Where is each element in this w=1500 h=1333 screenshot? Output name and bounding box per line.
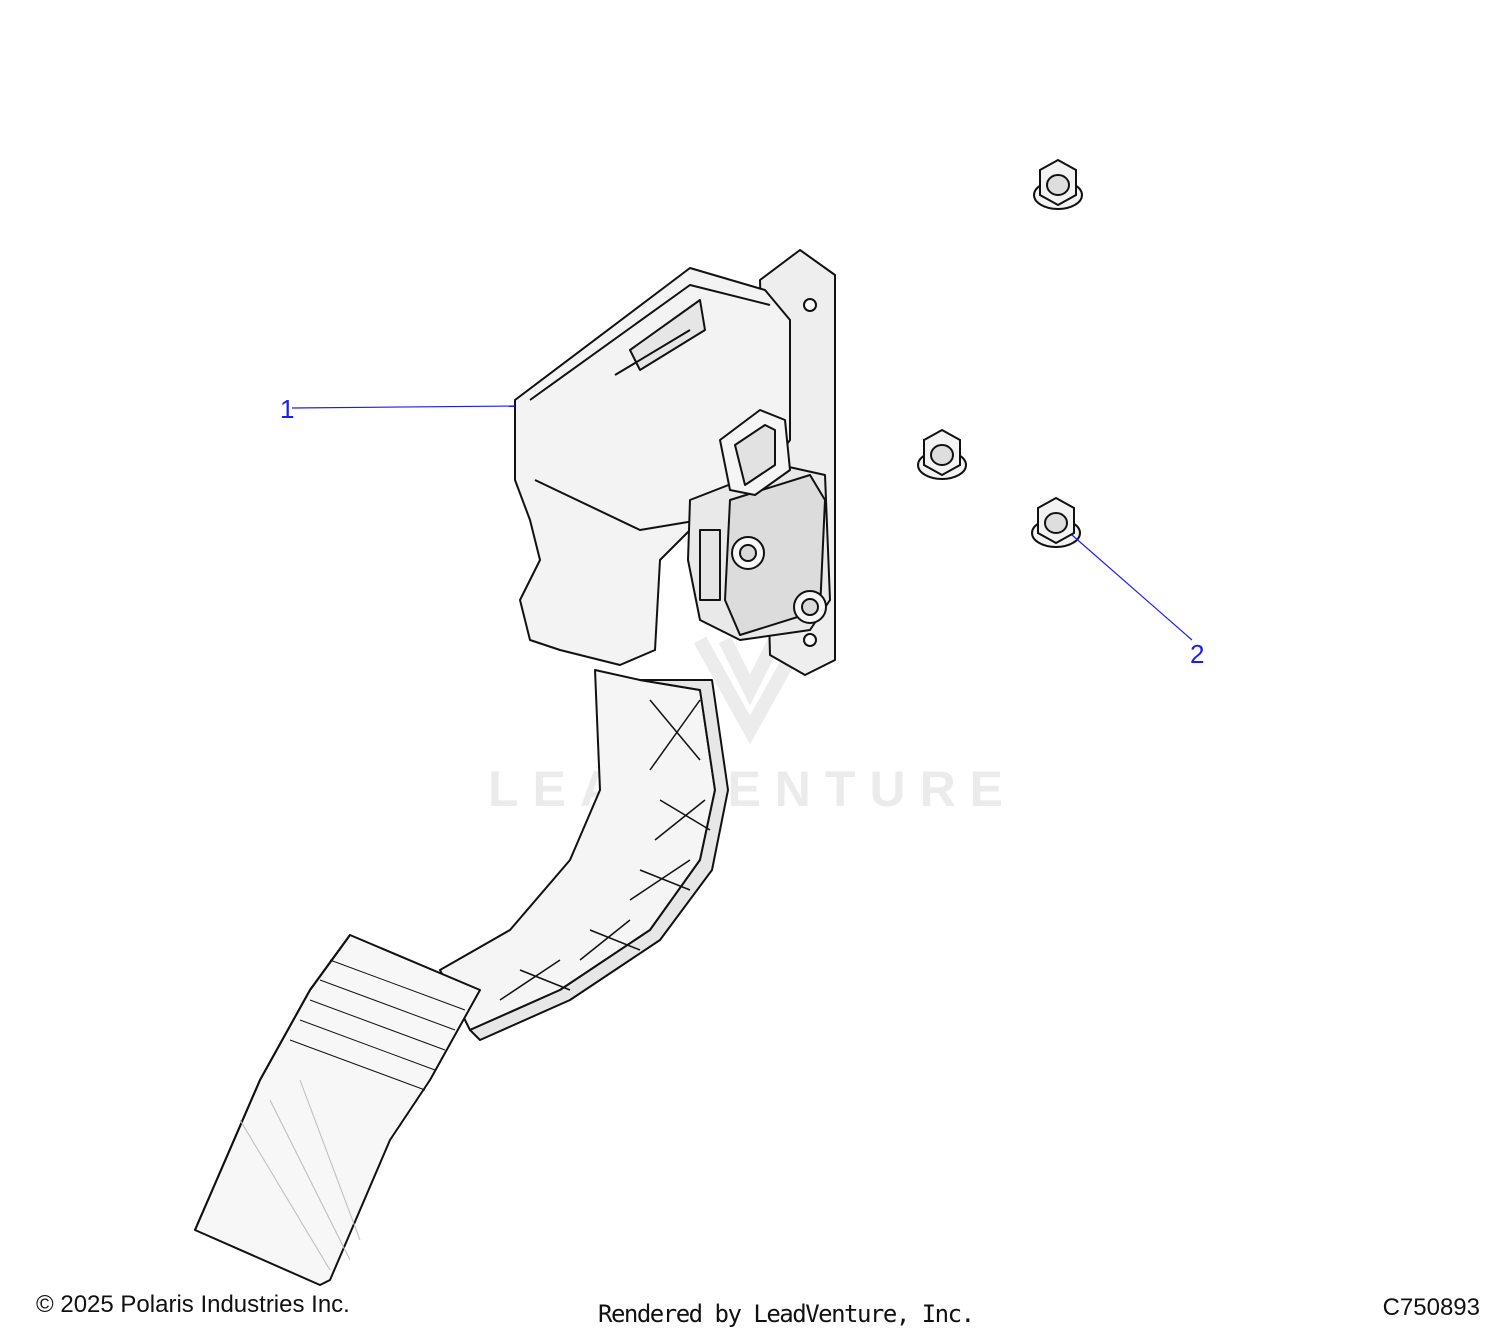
callout-2-leader (1071, 534, 1193, 641)
watermark-logo (693, 636, 807, 745)
callout-2-label[interactable]: 2 (1190, 639, 1205, 669)
watermark-text: LEADVENTURE (488, 761, 1018, 817)
flange-nut-bottom[interactable] (1031, 496, 1081, 548)
flange-nut-middle[interactable] (917, 428, 967, 480)
callout-1-label[interactable]: 1 (280, 394, 295, 424)
callout-1-leader (291, 405, 516, 409)
flange-nut-top[interactable] (1033, 158, 1083, 210)
copyright-text: © 2025 Polaris Industries Inc. (36, 1291, 350, 1318)
pedal-assembly[interactable] (194, 249, 836, 1286)
rendered-by-text: Rendered by LeadVenture, Inc. (598, 1300, 975, 1328)
diagram-code: C750893 (1382, 1294, 1480, 1321)
